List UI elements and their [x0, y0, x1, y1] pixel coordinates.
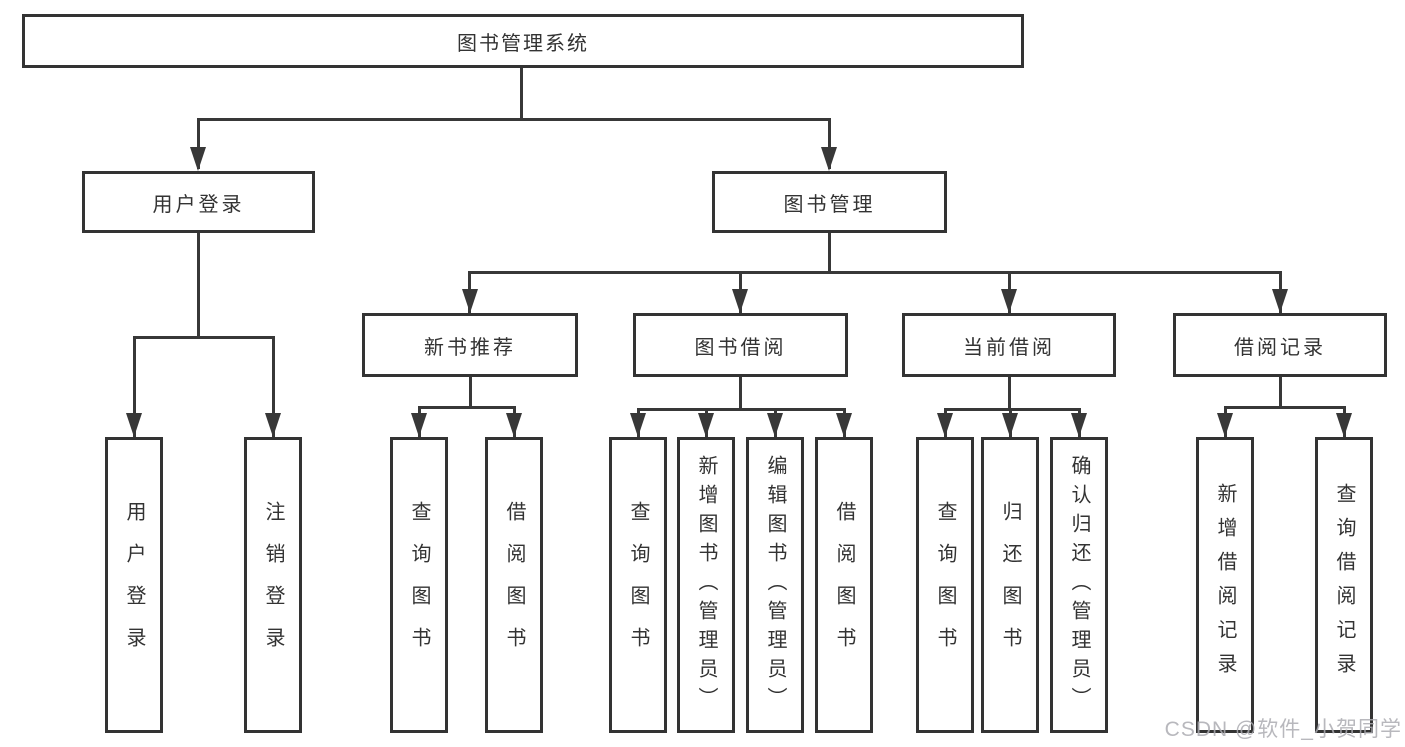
arrowhead-icon — [126, 413, 142, 437]
node-book-management-label: 图书管理 — [783, 193, 876, 216]
leaf-query-books-current: 查询图书 — [916, 437, 974, 733]
leaf-query-books-borrowing-label: 查询图书 — [627, 501, 649, 669]
arrowhead-icon — [1217, 413, 1233, 437]
node-current-borrowing: 当前借阅 — [902, 313, 1116, 377]
leaf-user-login: 用户登录 — [105, 437, 163, 733]
arrowhead-icon — [1272, 289, 1288, 313]
node-book-borrowing: 图书借阅 — [633, 313, 848, 377]
arrowhead-icon — [698, 413, 714, 437]
leaf-borrow-books: 借阅图书 — [815, 437, 873, 733]
arrowhead-icon — [937, 413, 953, 437]
connector-line — [468, 271, 1281, 274]
leaf-query-books-current-label: 查询图书 — [934, 501, 956, 669]
node-book-management: 图书管理 — [712, 171, 947, 233]
arrowhead-icon — [1336, 413, 1352, 437]
leaf-confirm-return-admin-label: 确认归还（管理员） — [1068, 454, 1090, 716]
node-root: 图书管理系统 — [22, 14, 1024, 68]
connector-line — [828, 233, 831, 273]
arrowhead-icon — [836, 413, 852, 437]
arrowhead-icon — [630, 413, 646, 437]
arrowhead-icon — [1001, 289, 1017, 313]
arrowhead-icon — [190, 147, 206, 171]
connector-line — [739, 377, 742, 410]
leaf-return-books: 归还图书 — [981, 437, 1039, 733]
connector-line — [272, 336, 275, 437]
leaf-query-books-recommend-label: 查询图书 — [408, 501, 430, 669]
leaf-add-book-admin: 新增图书（管理员） — [677, 437, 735, 733]
connector-line — [197, 118, 200, 169]
node-new-book-recommend: 新书推荐 — [362, 313, 578, 377]
node-borrowing-records-label: 借阅记录 — [1234, 336, 1326, 359]
leaf-borrow-books-recommend-label: 借阅图书 — [503, 501, 525, 669]
leaf-borrow-books-label: 借阅图书 — [833, 501, 855, 669]
arrowhead-icon — [767, 413, 783, 437]
arrowhead-icon — [411, 413, 427, 437]
connector-line — [1224, 406, 1346, 409]
leaf-query-books-borrowing: 查询图书 — [609, 437, 667, 733]
connector-line — [418, 406, 516, 409]
connector-line — [133, 336, 275, 339]
node-new-book-recommend-label: 新书推荐 — [424, 336, 516, 359]
leaf-borrow-books-recommend: 借阅图书 — [485, 437, 543, 733]
leaf-user-login-label: 用户登录 — [123, 501, 145, 669]
connector-line — [197, 233, 200, 338]
leaf-return-books-label: 归还图书 — [999, 501, 1021, 669]
arrowhead-icon — [1002, 413, 1018, 437]
node-root-label: 图书管理系统 — [457, 32, 589, 55]
node-user-login: 用户登录 — [82, 171, 315, 233]
leaf-add-book-admin-label: 新增图书（管理员） — [695, 454, 717, 716]
connector-line — [520, 68, 523, 120]
leaf-add-borrow-record-label: 新增借阅记录 — [1214, 483, 1236, 687]
leaf-logout: 注销登录 — [244, 437, 302, 733]
leaf-confirm-return-admin: 确认归还（管理员） — [1050, 437, 1108, 733]
leaf-query-borrow-record-label: 查询借阅记录 — [1333, 483, 1355, 687]
connector-line — [828, 118, 831, 169]
connector-line — [133, 336, 136, 437]
leaf-query-borrow-record: 查询借阅记录 — [1315, 437, 1373, 733]
leaf-logout-label: 注销登录 — [262, 501, 284, 669]
arrowhead-icon — [462, 289, 478, 313]
node-user-login-label: 用户登录 — [152, 193, 245, 216]
arrowhead-icon — [732, 289, 748, 313]
leaf-edit-book-admin: 编辑图书（管理员） — [746, 437, 804, 733]
connector-line — [637, 408, 846, 411]
node-borrowing-records: 借阅记录 — [1173, 313, 1387, 377]
connector-line — [469, 377, 472, 408]
arrowhead-icon — [1071, 413, 1087, 437]
arrowhead-icon — [821, 147, 837, 171]
connector-line — [1279, 377, 1282, 408]
node-current-borrowing-label: 当前借阅 — [963, 336, 1055, 359]
leaf-query-books-recommend: 查询图书 — [390, 437, 448, 733]
connector-line — [1008, 377, 1011, 410]
leaf-edit-book-admin-label: 编辑图书（管理员） — [764, 454, 786, 716]
leaf-add-borrow-record: 新增借阅记录 — [1196, 437, 1254, 733]
arrowhead-icon — [506, 413, 522, 437]
arrowhead-icon — [265, 413, 281, 437]
node-book-borrowing-label: 图书借阅 — [694, 336, 787, 359]
connector-line — [197, 118, 831, 121]
csdn-watermark: CSDN @软件_小贺同学 — [1164, 718, 1402, 741]
connector-line — [944, 408, 1081, 411]
